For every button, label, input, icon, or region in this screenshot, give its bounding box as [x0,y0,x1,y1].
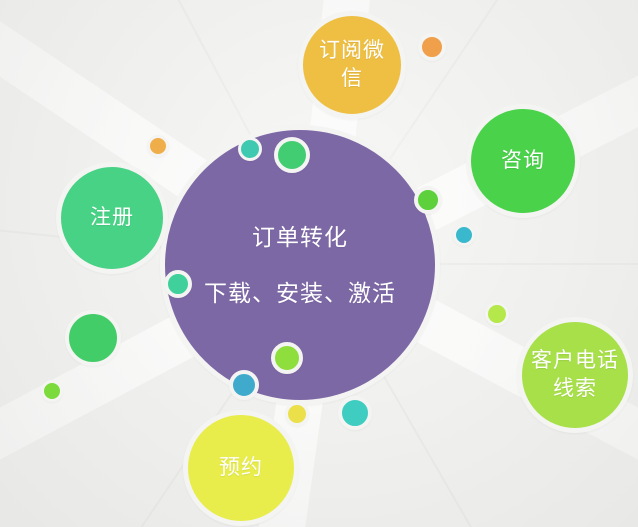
bubble-wechat-subscribe[interactable]: 订阅微信 [298,11,406,119]
center-bubble-line2: 下载、安装、激活 [204,280,396,306]
dot-blue-right[interactable] [453,224,475,246]
bubble-appointment[interactable]: 预约 [183,410,299,526]
bubble-order-conversion[interactable]: 订单转化 下载、安装、激活 [160,125,440,405]
dot-teal-bottom[interactable] [338,396,372,430]
dot-yellowgreen-right[interactable] [485,302,509,326]
dot-green-left-outer[interactable] [65,310,121,366]
bubble-consultation[interactable]: 咨询 [466,104,580,218]
bubble-label-appointment: 预约 [219,456,263,480]
bubble-label-registration: 注册 [90,206,134,230]
center-bubble-label: 订单转化 下载、安装、激活 [198,222,402,309]
bubble-label-customer-phone-leads: 客户电话线索 [531,349,619,400]
dot-lightgreen-far-left[interactable] [41,380,63,402]
dot-teal-inner-left[interactable] [164,270,192,298]
dot-green-right-edge[interactable] [414,186,442,214]
dot-orange-top-right[interactable] [418,33,446,61]
dot-green-inner-lower[interactable] [271,342,303,374]
bubble-label-consultation: 咨询 [501,149,545,173]
dot-teal-inner-upper[interactable] [238,137,262,161]
bubble-label-wechat-subscribe: 订阅微信 [319,39,385,90]
bubble-customer-phone-leads[interactable]: 客户电话线索 [517,317,633,433]
dot-orange-left[interactable] [147,135,169,157]
dot-yellow-bottom[interactable] [285,402,309,426]
dot-green-inner-upper[interactable] [274,137,310,173]
center-bubble-line1: 订单转化 [252,223,348,250]
dot-blue-bottom[interactable] [229,370,259,400]
bubble-registration[interactable]: 注册 [56,162,168,274]
